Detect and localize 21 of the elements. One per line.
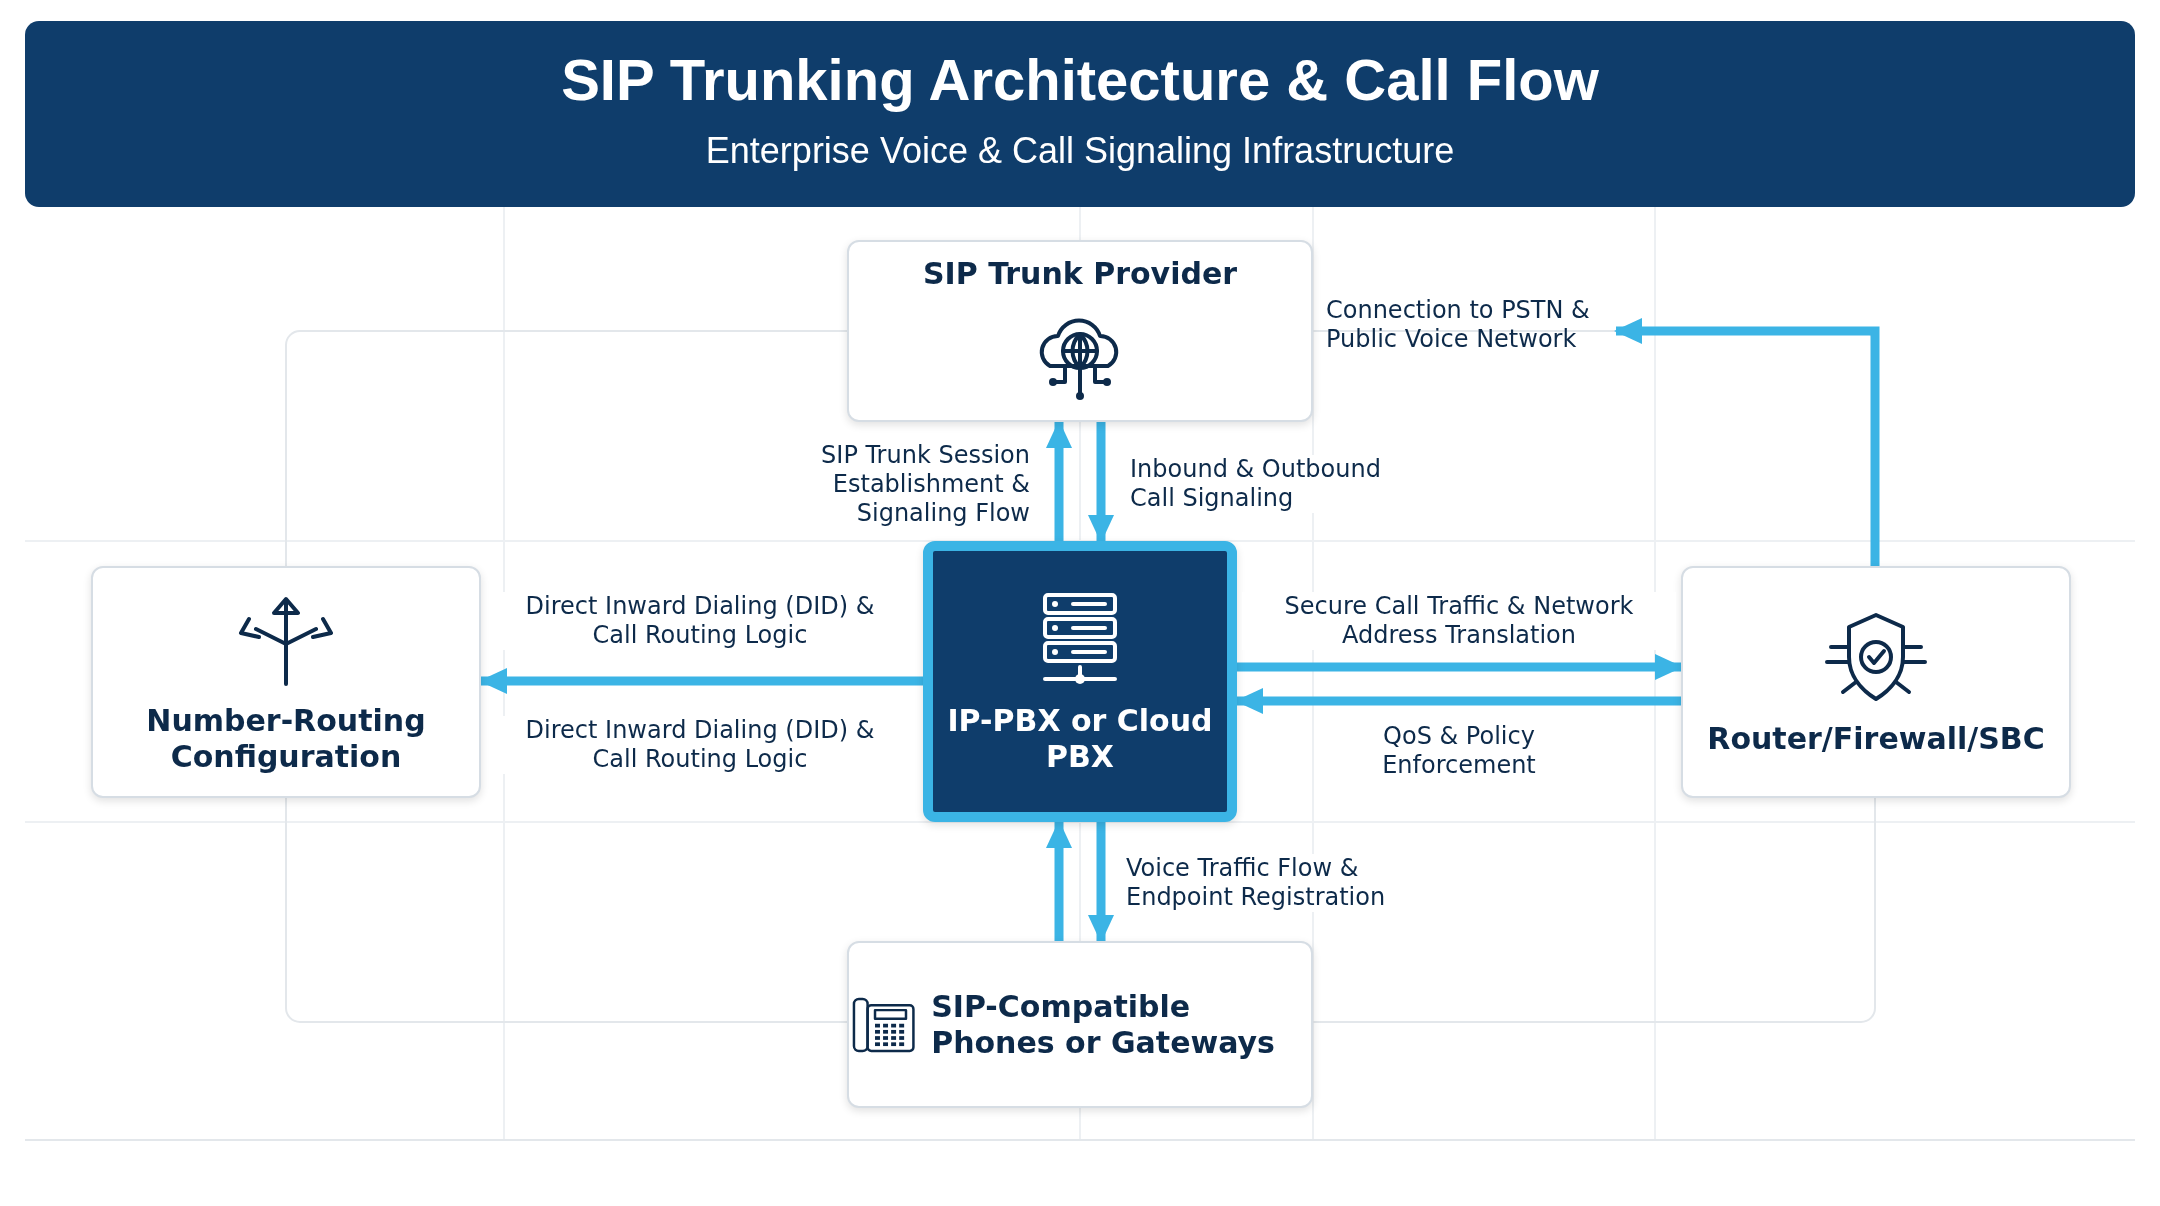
node-title: SIP Trunk Provider — [922, 256, 1238, 292]
arrow — [1235, 688, 1681, 714]
title: SIP Trunking Architecture & Call Flow — [560, 46, 1600, 113]
subtitle: Enterprise Voice & Call Signaling Infrastructure — [704, 130, 1456, 172]
arrow — [1046, 420, 1072, 541]
note-text: Connection to PSTN & Public Voice Network — [1326, 296, 1591, 354]
pbx-box — [923, 541, 1237, 822]
arrow — [479, 668, 923, 694]
arrow — [1237, 654, 1683, 680]
arrow — [1088, 822, 1114, 943]
component-box — [847, 941, 1313, 1108]
arrow — [1046, 820, 1072, 941]
node-title: Router/Firewall/SBC — [1707, 721, 2045, 757]
component-box — [1681, 566, 2071, 798]
arrow — [1088, 422, 1114, 543]
component-box — [91, 566, 481, 798]
node-title: SIP-Compatible Phones or Gateways — [931, 988, 1276, 1061]
node-title: IP-PBX or Cloud PBX — [946, 702, 1214, 775]
node-title: Number-Routing Configuration — [145, 703, 427, 775]
arrow — [1614, 318, 1880, 566]
component-box — [847, 240, 1313, 422]
